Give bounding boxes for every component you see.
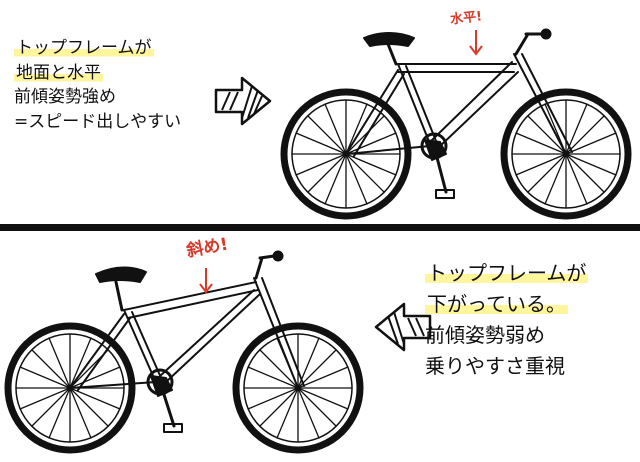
horizontal-annotation: 水平!	[449, 9, 483, 28]
caption-line: 前傾姿勢弱め	[425, 323, 545, 347]
top-caption: トップフレームが 地面と水平 前傾姿勢強め =スピード出しやすい	[14, 36, 181, 135]
road-bike-illustration	[280, 28, 632, 220]
panel-sloping-top-tube: 斜め! トップフレームが 下がっている。 前傾姿勢弱め 乗りやすさ重視	[0, 232, 640, 462]
caption-line: 地面と水平	[14, 62, 103, 83]
arrow-left-icon	[374, 302, 432, 352]
caption-line: トップフレームが	[425, 261, 589, 285]
panel-horizontal-top-tube: トップフレームが 地面と水平 前傾姿勢強め =スピード出しやすい	[0, 0, 640, 226]
caption-line: 前傾姿勢強め	[14, 87, 116, 108]
caption-line: 乗りやすさ重視	[425, 354, 565, 378]
caption-line: 下がっている。	[425, 292, 568, 316]
bottom-caption: トップフレームが 下がっている。 前傾姿勢弱め 乗りやすさ重視	[425, 258, 589, 382]
panel-divider	[0, 224, 640, 231]
arrow-right-icon	[214, 76, 272, 126]
caption-line: =スピード出しやすい	[14, 111, 182, 132]
city-bike-illustration	[4, 250, 364, 454]
caption-line: トップフレームが	[14, 38, 154, 58]
